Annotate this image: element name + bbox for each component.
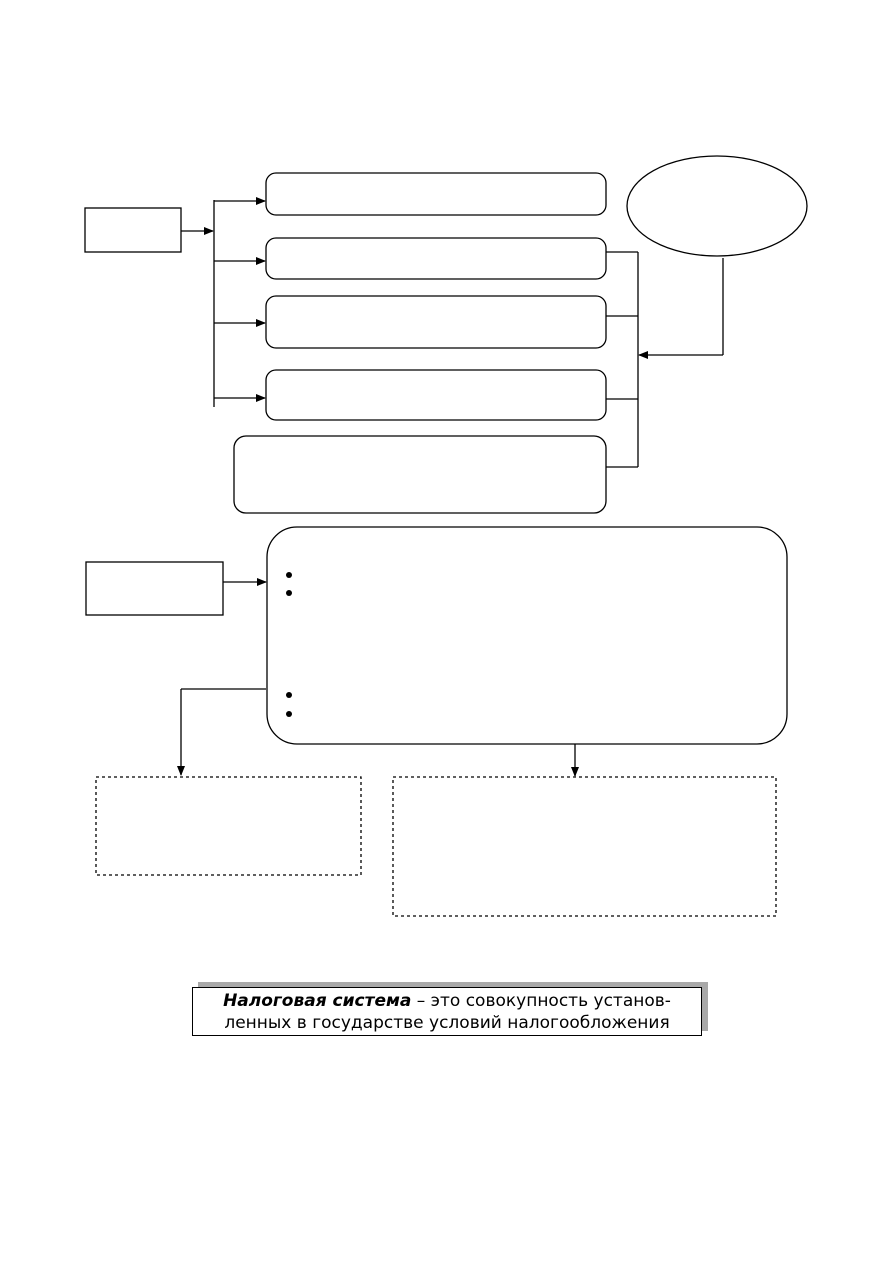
- level-box-3: [265, 295, 607, 349]
- level-box-5: [233, 435, 607, 514]
- bullet-2: [286, 590, 292, 596]
- dashed-box-right: [392, 776, 777, 917]
- level-box-1: [265, 172, 607, 216]
- dashed-box-left: [95, 776, 362, 876]
- left-box-top: [84, 207, 182, 253]
- left-box-bottom: [85, 561, 224, 616]
- ellipse-node: [626, 155, 808, 257]
- bullet-4: [286, 711, 292, 717]
- level-box-4: [265, 369, 607, 421]
- definition-term: Налоговая система: [223, 991, 412, 1011]
- definition-box: Налоговая система – это совокупность уст…: [192, 987, 702, 1036]
- principles-box: [266, 526, 788, 745]
- bullet-3: [286, 692, 292, 698]
- bullet-1: [286, 572, 292, 578]
- level-box-2: [265, 237, 607, 280]
- definition-line2: ленных в государстве условий налогооблож…: [224, 1013, 670, 1033]
- definition-line1-rest: – это совокупность установ-: [411, 991, 671, 1011]
